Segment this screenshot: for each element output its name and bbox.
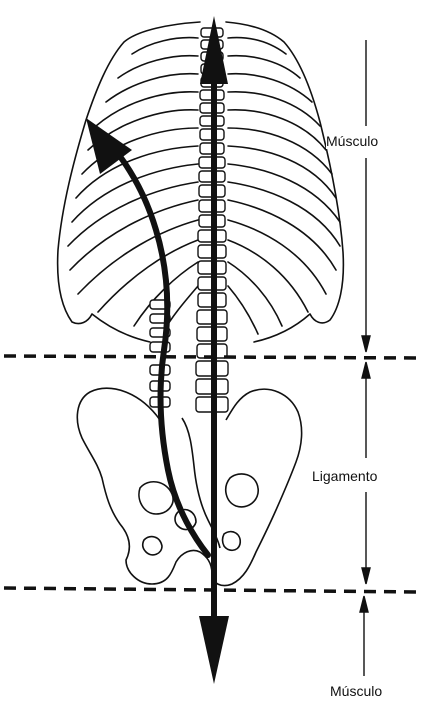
straight-arrow-head-up-icon [200, 16, 228, 84]
upper-zone-boundary [4, 356, 420, 358]
straight-arrow-head-down-icon [199, 616, 229, 684]
upper-muscle-label: Músculo [326, 133, 378, 149]
pelvis-outline [77, 388, 301, 585]
ligament-label: Ligamento [312, 468, 377, 484]
lower-zone-boundary [4, 588, 420, 592]
pelvis [77, 388, 301, 585]
left-obturator [139, 482, 173, 514]
right-obturator [226, 474, 258, 507]
lower-muscle-label: Músculo [330, 683, 382, 699]
